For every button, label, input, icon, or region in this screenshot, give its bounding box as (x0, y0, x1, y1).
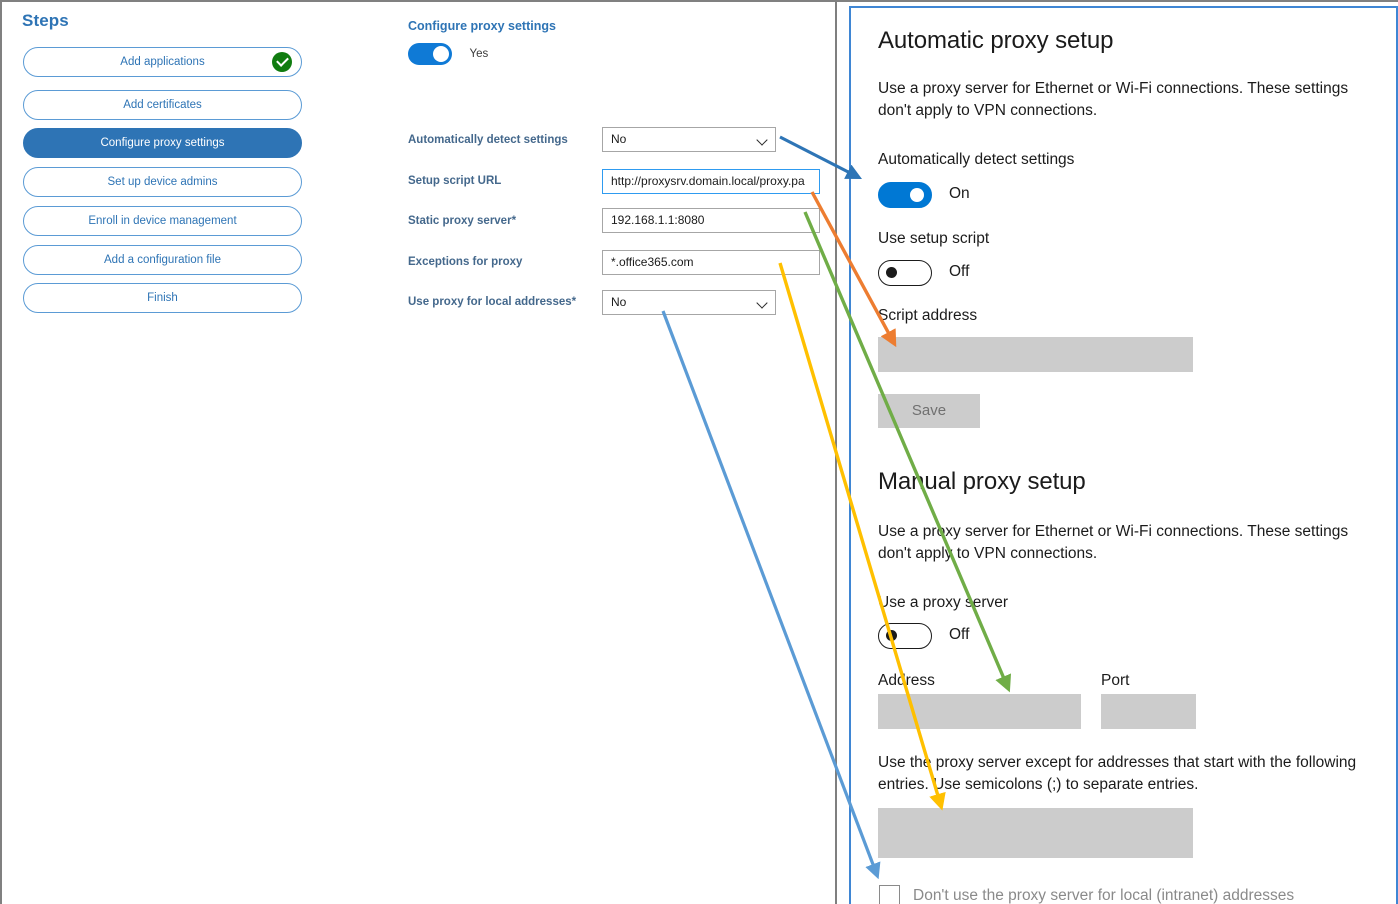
manual-proxy-setup-heading: Manual proxy setup (878, 468, 1086, 495)
toggle-knob (886, 267, 897, 278)
label-text: Use proxy for local addresses (408, 296, 572, 308)
input-static-proxy-server[interactable]: 192.168.1.1:8080 (602, 208, 820, 233)
label-text: Setup script URL (408, 175, 502, 187)
select-value: No (611, 295, 627, 309)
chevron-down-icon (758, 299, 767, 308)
panel-divider (835, 2, 837, 904)
label-setup-script-url: Setup script URL (408, 175, 501, 187)
step-item-set-up-device-admins[interactable]: Set up device admins (23, 167, 302, 197)
step-label: Add a configuration file (104, 254, 221, 266)
step-item-add-certificates[interactable]: Add certificates (23, 90, 302, 120)
use-setup-script-state: Off (949, 263, 970, 280)
frame-top-border (0, 0, 1398, 2)
toggle-knob (886, 630, 897, 641)
local-addresses-checkbox[interactable] (879, 885, 900, 904)
configure-proxy-toggle-row: Yes (408, 43, 488, 65)
step-label: Enroll in device management (88, 215, 237, 227)
address-input[interactable] (878, 694, 1081, 729)
proxy-form-panel: Configure proxy settings Yes Automatical… (0, 0, 835, 904)
label-text: Exceptions for proxy (408, 256, 523, 268)
label-text: Automatically detect settings (408, 134, 568, 146)
script-address-label: Script address (878, 307, 978, 324)
use-a-proxy-server-state: Off (949, 626, 970, 643)
windows-proxy-settings-panel: Automatic proxy setup Use a proxy server… (849, 6, 1398, 904)
configure-proxy-toggle-label: Yes (469, 48, 489, 60)
proxy-exceptions-input[interactable] (878, 808, 1193, 858)
label-use-proxy-for-local-addresses: Use proxy for local addresses* (408, 296, 576, 308)
required-marker: * (571, 296, 577, 308)
frame-left-border (0, 0, 2, 904)
required-marker: * (511, 215, 517, 227)
address-label: Address (878, 672, 935, 689)
label-automatically-detect-settings: Automatically detect settings (408, 134, 568, 146)
step-label: Add certificates (123, 99, 202, 111)
step-label: Set up device admins (107, 176, 218, 188)
steps-title: Steps (22, 11, 69, 30)
step-item-configure-proxy-settings[interactable]: Configure proxy settings (23, 128, 302, 158)
toggle-knob (433, 46, 449, 62)
automatically-detect-settings-toggle[interactable] (878, 182, 932, 208)
step-item-enroll-device-management[interactable]: Enroll in device management (23, 206, 302, 236)
step-label: Configure proxy settings (100, 137, 225, 149)
chevron-down-icon (758, 136, 767, 145)
label-static-proxy-server: Static proxy server* (408, 215, 516, 227)
input-value: *.office365.com (611, 255, 694, 269)
use-a-proxy-server-toggle[interactable] (878, 623, 932, 649)
automatically-detect-settings-label: Automatically detect settings (878, 151, 1075, 168)
automatically-detect-settings-state: On (949, 185, 970, 202)
step-label: Add applications (120, 56, 205, 68)
use-setup-script-label: Use setup script (878, 230, 990, 247)
input-value: http://proxysrv.domain.local/proxy.pa (611, 174, 805, 188)
script-address-input[interactable] (878, 337, 1193, 372)
check-circle-icon (272, 52, 292, 72)
form-title: Configure proxy settings (408, 19, 556, 33)
select-value: No (611, 132, 627, 146)
label-text: Static proxy server (408, 215, 512, 227)
step-label: Finish (147, 292, 178, 304)
use-a-proxy-server-label: Use a proxy server (878, 594, 1009, 611)
input-value: 192.168.1.1:8080 (611, 213, 705, 227)
proxy-exceptions-description: Use the proxy server except for addresse… (878, 754, 1357, 793)
automatic-proxy-setup-heading: Automatic proxy setup (878, 27, 1114, 54)
configure-proxy-toggle[interactable] (408, 43, 452, 65)
select-use-proxy-for-local-addresses[interactable]: No (602, 290, 776, 315)
steps-panel: Steps Add applications Add certificates … (2, 2, 322, 332)
local-addresses-checkbox-label: Don't use the proxy server for local (in… (913, 887, 1295, 904)
input-exceptions-for-proxy[interactable]: *.office365.com (602, 250, 820, 275)
use-setup-script-toggle[interactable] (878, 260, 932, 286)
input-setup-script-url[interactable]: http://proxysrv.domain.local/proxy.pa (602, 169, 820, 194)
label-exceptions-for-proxy: Exceptions for proxy (408, 256, 522, 268)
port-label: Port (1101, 672, 1130, 689)
step-item-add-configuration-file[interactable]: Add a configuration file (23, 245, 302, 275)
port-input[interactable] (1101, 694, 1196, 729)
manual-proxy-setup-description: Use a proxy server for Ethernet or Wi-Fi… (878, 523, 1349, 562)
save-button[interactable]: Save (878, 394, 980, 428)
step-item-add-applications[interactable]: Add applications (23, 47, 302, 77)
step-item-finish[interactable]: Finish (23, 283, 302, 313)
select-automatically-detect-settings[interactable]: No (602, 127, 776, 152)
automatic-proxy-setup-description: Use a proxy server for Ethernet or Wi-Fi… (878, 80, 1349, 119)
toggle-knob (910, 188, 924, 202)
